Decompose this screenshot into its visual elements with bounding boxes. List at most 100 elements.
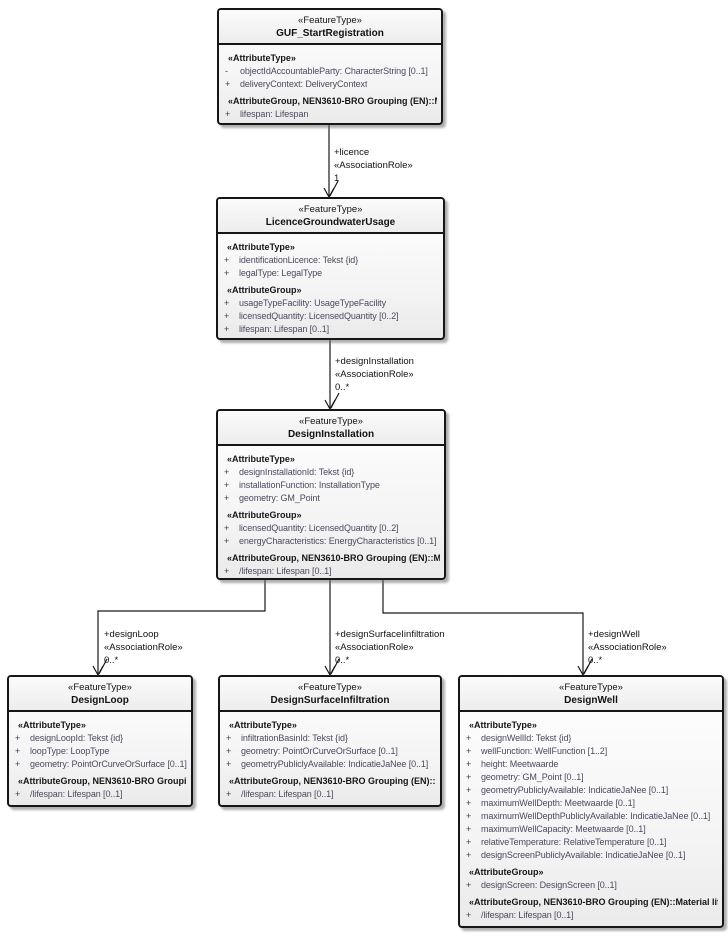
visibility-symbol: +	[466, 746, 472, 756]
attribute-section-header: «AttributeType»	[229, 720, 297, 730]
attribute-row: +relativeTemperature: RelativeTemperatur…	[465, 836, 718, 849]
attribute-section-header: «AttributeType»	[227, 242, 295, 252]
class-attributes: «AttributeType»+designInstallationId: Te…	[218, 446, 444, 578]
visibility-symbol: +	[226, 746, 232, 756]
attribute-row: +deliveryContext: DeliveryContext	[224, 78, 437, 91]
attribute-text: identificationLicence: Tekst {id}	[239, 255, 359, 265]
attribute-row: +loopType: LoopType	[14, 745, 187, 758]
attribute-row: +usageTypeFacility: UsageTypeFacility	[223, 297, 439, 310]
visibility-symbol: +	[224, 255, 230, 265]
attribute-row: +geometryPubliclyAvailable: IndicatieJaN…	[225, 758, 436, 771]
visibility-symbol: +	[225, 109, 231, 119]
visibility-symbol: +	[466, 733, 472, 743]
attribute-row: +geometry: PointOrCurveOrSurface [0..1]	[225, 745, 436, 758]
attribute-text: lifespan: Lifespan [0..1]	[239, 324, 330, 334]
visibility-symbol: +	[224, 324, 230, 334]
class-design-surface-infiltration[interactable]: «FeatureType» DesignSurfaceInfiltration …	[218, 675, 442, 807]
attribute-row: + licensedQuantity: LicensedQuantity [0..…	[223, 310, 439, 323]
attribute-text: lifespan: Lifespan	[240, 109, 309, 119]
class-name: DesignInstallation	[287, 429, 375, 440]
attribute-text: licensedQuantity: LicensedQuantity [0..2…	[239, 523, 399, 533]
visibility-symbol: +	[15, 733, 21, 743]
attribute-row: +height: Meetwaarde	[465, 758, 718, 771]
class-stereotype: «FeatureType»	[68, 682, 132, 693]
attribute-section-header: «AttributeType»	[228, 53, 296, 63]
attribute-text: licensedQuantity: LicensedQuantity [0..2…	[239, 311, 399, 321]
role-stereotype: «AssociationRole»	[335, 369, 414, 380]
class-guf-startregistration[interactable]: «FeatureType» GUF_StartRegistration «Att…	[217, 8, 443, 125]
attribute-row: +geometry: GM_Point [0..1]	[465, 771, 718, 784]
attribute-row: +installationFunction: InstallationType	[223, 479, 440, 492]
class-attributes: «AttributeType»+infiltrationBasinId: Tek…	[220, 712, 440, 801]
class-header: «FeatureType» DesignLoop	[9, 677, 191, 712]
role-name: +designSurfaceIinfiltration	[335, 629, 445, 640]
multiplicity: 0..*	[588, 655, 603, 666]
visibility-symbol: +	[224, 311, 230, 321]
class-name: DesignSurfaceInfiltration	[270, 695, 390, 706]
class-design-installation[interactable]: «FeatureType» DesignInstallation «Attrib…	[216, 409, 446, 580]
attribute-row: + energyCharacteristics: EnergyCharacteri…	[223, 535, 440, 548]
class-attributes: «AttributeType» + identificationLicence: T…	[218, 234, 443, 336]
visibility-symbol: +	[466, 850, 472, 860]
attribute-text: /lifespan: Lifespan [0..1]	[481, 910, 574, 920]
attribute-text: infiltrationBasinId: Tekst {id}	[241, 733, 348, 743]
attribute-row: +maximumWellDepthPubliclyAvailable: Indi…	[465, 810, 718, 823]
multiplicity: 0..*	[335, 382, 350, 393]
attribute-row: +designLoopId: Tekst {id}	[14, 732, 187, 745]
class-stereotype: «FeatureType»	[298, 682, 362, 693]
class-header: «FeatureType» DesignWell	[460, 677, 722, 712]
class-stereotype: «FeatureType»	[298, 204, 363, 215]
attribute-row: +legalType: LegalType	[223, 267, 439, 280]
visibility-symbol: +	[224, 480, 230, 490]
attribute-row: +geometry: GM_Point	[223, 492, 440, 505]
visibility-symbol: +	[466, 910, 472, 920]
attribute-section-header: «AttributeGroup»	[227, 285, 302, 295]
role-stereotype: «AssociationRole»	[335, 642, 414, 653]
class-design-well[interactable]: «FeatureType» DesignWell «AttributeType»…	[458, 675, 724, 928]
attribute-row: + /lifespan: Lifespan [0..1]	[225, 788, 436, 801]
attribute-text: maximumWellCapacity: Meetwaarde [0..1]	[481, 824, 646, 834]
attribute-text: /lifespan: Lifespan [0..1]	[241, 789, 334, 799]
visibility-symbol: +	[224, 536, 230, 546]
visibility-symbol: +	[466, 824, 472, 834]
attribute-row: + maximumWellCapacity: Meetwaarde [0..1]	[465, 823, 718, 836]
attribute-text: usageTypeFacility: UsageTypeFacility	[239, 298, 386, 308]
attribute-row: + designScreenPubliclyAvailable: Indicati…	[465, 849, 718, 862]
attribute-text: objectIdAccountableParty: CharacterStrin…	[240, 66, 428, 76]
attribute-row: - objectIdAccountableParty: CharacterStri…	[224, 65, 437, 78]
visibility-symbol: +	[224, 566, 230, 576]
attribute-row: +licensedQuantity: LicensedQuantity [0..…	[223, 522, 440, 535]
attribute-row: +designInstallationId: Tekst {id}	[223, 466, 440, 479]
visibility-symbol: +	[226, 789, 232, 799]
association-label-design-surface-infiltration: +designSurfaceIinfiltration «Association…	[335, 628, 445, 667]
attribute-text: energyCharacteristics: EnergyCharacteris…	[239, 536, 437, 546]
visibility-symbol: +	[224, 493, 230, 503]
class-attributes: «AttributeType»+designWellId: Tekst {id}…	[460, 712, 722, 922]
attribute-text: legalType: LegalType	[239, 268, 323, 278]
class-design-loop[interactable]: «FeatureType» DesignLoop «AttributeType»…	[7, 675, 193, 807]
attribute-row: +designWellId: Tekst {id}	[465, 732, 718, 745]
class-attributes: «AttributeType»- objectIdAccountableParty…	[219, 45, 441, 121]
attribute-section-header: «AttributeGroup»	[469, 867, 544, 877]
class-header: «FeatureType» DesignSurfaceInfiltration	[220, 677, 440, 712]
association-label-licence: +licence «AssociationRole» 1	[334, 146, 413, 185]
class-licence-groundwater-usage[interactable]: «FeatureType» LicenceGroundwaterUsage «A…	[216, 197, 445, 340]
attribute-text: designScreenPubliclyAvailable: Indicatie…	[481, 850, 686, 860]
attribute-row: + /lifespan: Lifespan [0..1]	[465, 909, 718, 922]
role-name: +designLoop	[104, 629, 159, 640]
class-name: DesignWell	[564, 695, 618, 706]
attribute-text: maximumWellDepth: Meetwaarde [0..1]	[481, 798, 635, 808]
attribute-text: maximumWellDepthPubliclyAvailable: Indic…	[481, 811, 711, 821]
association-label-design-installation: +designInstallation «AssociationRole» 0.…	[335, 355, 414, 394]
attribute-row: +infiltrationBasinId: Tekst {id}	[225, 732, 436, 745]
attribute-text: designScreen: DesignScreen [0..1]	[481, 880, 617, 890]
attribute-text: geometry: GM_Point [0..1]	[481, 772, 584, 782]
role-name: +designWell	[588, 629, 640, 640]
class-stereotype: «FeatureType»	[559, 682, 623, 693]
attribute-row: +/lifespan: Lifespan [0..1]	[223, 565, 440, 578]
attribute-text: relativeTemperature: RelativeTemperature…	[481, 837, 667, 847]
visibility-symbol: +	[466, 880, 472, 890]
attribute-section-header: «AttributeType»	[18, 720, 86, 730]
visibility-symbol: -	[225, 66, 228, 76]
